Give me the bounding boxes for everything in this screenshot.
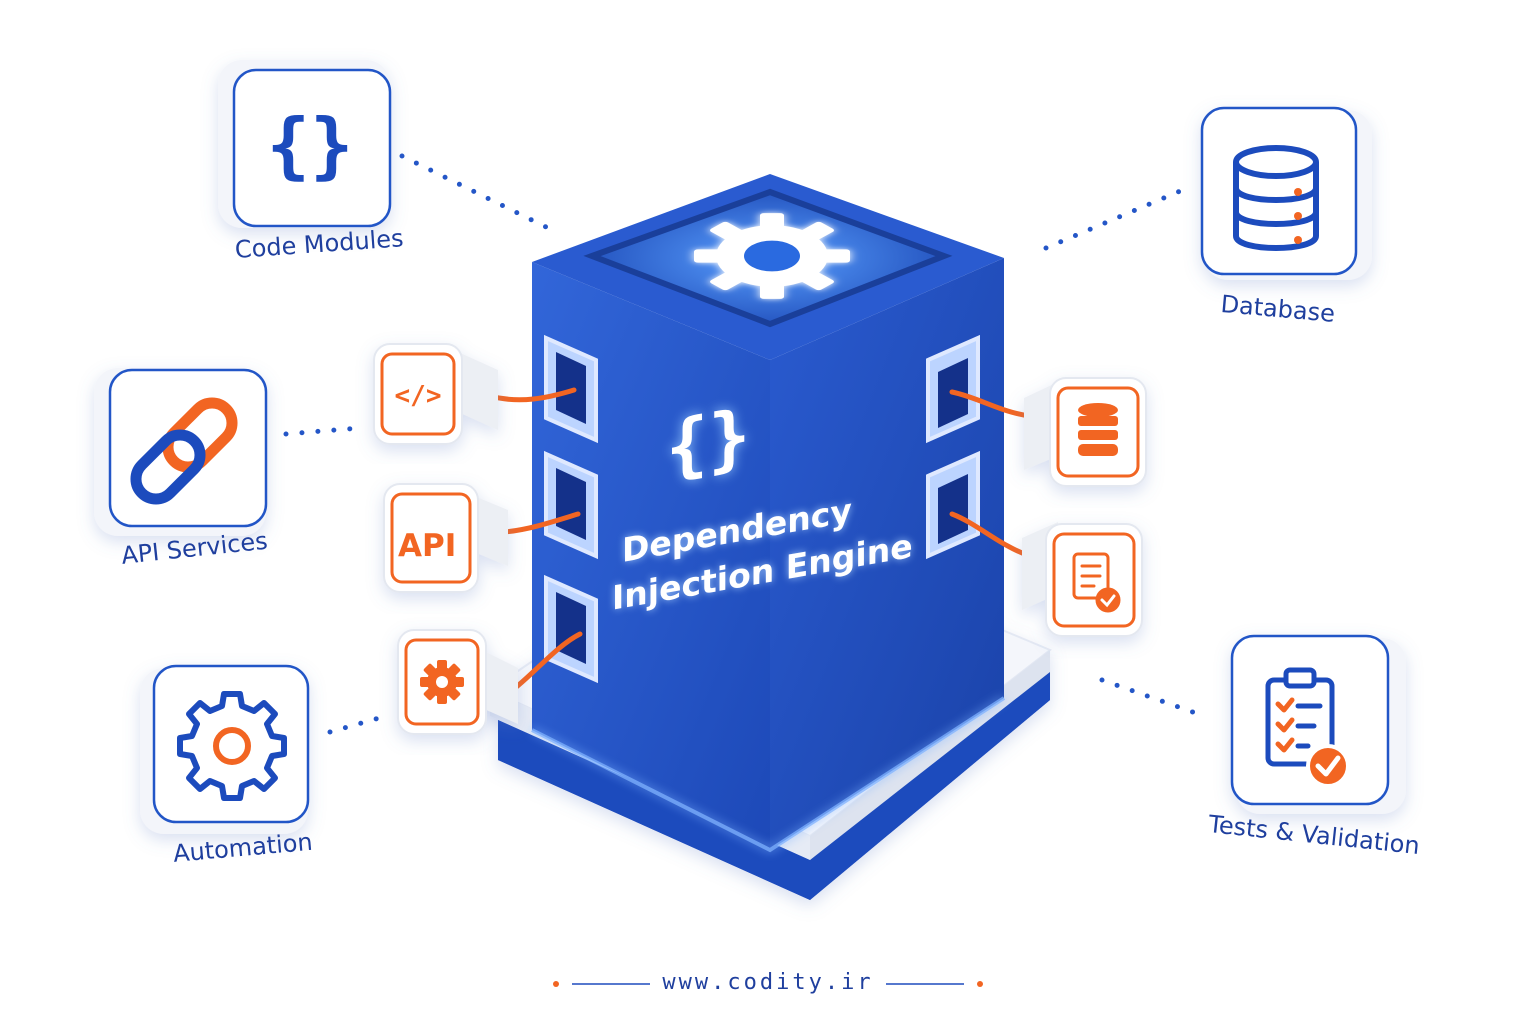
footer-url[interactable]: www.codity.ir xyxy=(662,970,874,995)
database-icon xyxy=(1233,145,1319,251)
cube-sockets-right xyxy=(926,334,980,560)
plug-code: </> xyxy=(373,343,498,445)
socket-left-2 xyxy=(544,450,598,560)
tile-api-services xyxy=(94,368,268,536)
connector-automation xyxy=(327,713,389,735)
connector-api-services xyxy=(283,425,363,437)
small-database-icon xyxy=(1078,403,1118,456)
link-icon xyxy=(130,397,238,505)
small-gear-icon xyxy=(420,660,464,704)
plug-database xyxy=(1024,377,1147,487)
plug-tests xyxy=(1022,522,1143,637)
plug-api xyxy=(383,483,508,593)
footer-divider xyxy=(553,981,983,987)
engine-brace-icon: {} xyxy=(666,393,751,490)
curly-braces-icon: {} xyxy=(267,103,354,187)
orange-cables xyxy=(487,387,1033,695)
connector-tests xyxy=(1099,677,1207,719)
socket-right-2 xyxy=(926,450,980,560)
engine-gear-icon xyxy=(694,213,850,299)
tile-tests-validation xyxy=(1230,634,1406,814)
tile-automation xyxy=(140,664,310,834)
small-checklist-icon xyxy=(1072,552,1121,613)
dotted-connectors xyxy=(283,153,1207,735)
checklist-icon xyxy=(1265,667,1335,767)
connector-code-modules xyxy=(399,153,551,231)
api-plug-label: API xyxy=(398,528,457,564)
gear-icon xyxy=(177,691,287,801)
tile-code-modules: {} xyxy=(218,60,392,228)
plug-gear xyxy=(397,629,518,735)
tile-database xyxy=(1200,106,1372,280)
connector-database xyxy=(1043,183,1195,251)
code-tag-icon: </> xyxy=(395,381,442,411)
